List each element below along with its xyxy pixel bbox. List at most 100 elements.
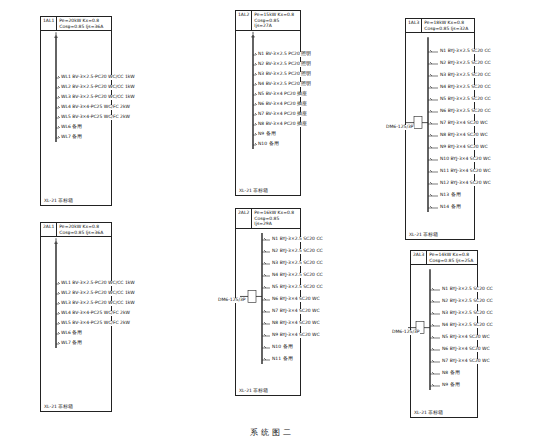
branch-circuit	[430, 302, 440, 303]
breaker-label: DM6-125/3P	[218, 298, 246, 303]
branch-circuit	[428, 124, 438, 125]
circuit-label: N7 BYJ-3×4 SC20 WC	[440, 121, 488, 126]
circuit-label: WL7 备用	[61, 341, 82, 346]
circuit-label: N1 BYJ-3×2.5 SC20 CC	[272, 237, 323, 242]
main-switch	[54, 243, 58, 244]
branch-circuit	[56, 314, 59, 315]
circuit-label: WL6 备用	[61, 331, 82, 336]
circuit-label: N5 BYJ-3×4 SC20 WC	[442, 335, 490, 340]
incoming-feeder	[56, 32, 57, 35]
load-parameters: Pe=18kW Kx=0.8 Cosφ=0.85 Ijs=32A	[422, 19, 474, 32]
panel-name: 2AL1	[41, 223, 57, 236]
breaker-symbol	[255, 133, 257, 135]
branch-circuit	[56, 294, 59, 295]
incoming-feeder	[240, 296, 248, 297]
branch-circuit	[253, 95, 256, 96]
branch-circuit	[428, 196, 438, 197]
breaker-symbol	[58, 342, 60, 344]
breaker-symbol	[58, 282, 60, 284]
circuit-label: N6 BYJ-3×4 SC20 WC	[442, 347, 490, 352]
breaker-symbol	[255, 103, 257, 105]
branch-circuit	[428, 136, 438, 137]
circuit-label: WL3 BV-3×2.5-PC20 WC/CC 1kW	[61, 95, 135, 100]
circuit-label: WL6 备用	[61, 125, 82, 130]
panel-name: 1AL3	[406, 19, 422, 32]
breaker-symbol	[255, 63, 257, 65]
panel-name: 1AL2	[236, 11, 252, 30]
branch-circuit	[56, 344, 59, 345]
branch-circuit	[430, 362, 440, 363]
circuit-label: N4 BYJ-3×2.5 SC20 CC	[442, 323, 493, 328]
breaker-symbol	[432, 324, 434, 326]
circuit-label: WL1 BV-3×2.5-PC20 WC/CC 1kW	[61, 281, 135, 286]
branch-circuit	[56, 334, 59, 335]
circuit-label: N8 备用	[442, 371, 460, 376]
breaker-symbol	[58, 116, 60, 118]
breaker-symbol	[432, 312, 434, 314]
branch-circuit	[428, 184, 438, 185]
branch-circuit	[428, 64, 438, 65]
circuit-label: N5 BV-3×4 PC20 插座	[258, 92, 307, 97]
breaker-symbol	[430, 158, 432, 160]
load-parameters: Pe=16kW Kx=0.8 Cosφ=0.85 Ijs=29A	[252, 209, 300, 228]
branch-circuit	[428, 88, 438, 89]
circuit-label: N5 BYJ-3×2.5 SC20 CC	[272, 285, 323, 290]
breaker-symbol	[255, 73, 257, 75]
breaker-symbol	[430, 182, 432, 184]
panel-header: 2AL1Pe=20kW Kx=0.8 Cosφ=0.85 Ijs=36A	[41, 223, 111, 237]
panel-model: XL-21 非标箱	[414, 410, 443, 415]
breaker-symbol	[58, 126, 60, 128]
circuit-label: N3 BYJ-3×2.5 SC20 CC	[272, 261, 323, 266]
breaker-symbol	[264, 262, 266, 264]
breaker-symbol	[430, 50, 432, 52]
panel-header: 2AL2Pe=16kW Kx=0.8 Cosφ=0.85 Ijs=29A	[236, 209, 300, 229]
breaker-symbol	[58, 136, 60, 138]
breaker-symbol	[264, 274, 266, 276]
circuit-label: WL4 BV-3×4-PC25 WC/FC 2kW	[61, 311, 130, 316]
circuit-label: N11 BYJ-3×4 SC20 WC	[440, 169, 491, 174]
circuit-label: WL1 BV-3×2.5-PC20 WC/CC 1kW	[61, 75, 135, 80]
circuit-label: N1 BYJ-3×2.5 SC20 CC	[442, 287, 493, 292]
breaker-symbol	[432, 300, 434, 302]
circuit-label: N2 BYJ-3×2.5 SC20 CC	[440, 61, 491, 66]
incoming-feeder	[424, 327, 430, 328]
breaker-symbol	[430, 74, 432, 76]
circuit-label: N4 BYJ-3×2.5 SC20 CC	[440, 85, 491, 90]
busbar	[429, 269, 430, 390]
breaker-symbol	[264, 358, 266, 360]
branch-circuit	[428, 112, 438, 113]
circuit-label: N8 BV-3×4 PC20 插座	[258, 122, 307, 127]
load-parameters: Pe=15kW Kx=0.8 Cosφ=0.85 Ijs=27A	[252, 11, 300, 30]
breaker-symbol	[264, 334, 266, 336]
distribution-panel: XL-21 非标箱2AL3Pe=14kW Kx=0.8 Cosφ=0.85 Ij…	[410, 250, 478, 418]
branch-circuit	[56, 304, 59, 305]
breaker-symbol	[58, 302, 60, 304]
circuit-label: N8 BYJ-3×4 SC20 WC	[272, 321, 320, 326]
breaker-symbol	[58, 106, 60, 108]
branch-circuit	[56, 88, 59, 89]
branch-circuit	[430, 386, 440, 387]
panel-header: 1AL3Pe=18kW Kx=0.8 Cosφ=0.85 Ijs=32A	[406, 19, 474, 33]
panel-model: XL-21 非标箱	[239, 188, 268, 193]
branch-circuit	[430, 338, 440, 339]
breaker-symbol	[432, 372, 434, 374]
incoming-feeder	[56, 238, 57, 241]
breaker-symbol	[430, 86, 432, 88]
circuit-label: N2 BYJ-3×2.5 SC20 CC	[272, 249, 323, 254]
breaker-symbol	[430, 98, 432, 100]
incoming-breaker	[414, 117, 422, 129]
busbar	[261, 233, 262, 364]
circuit-label: N6 BYJ-3×2.5 SC20 CC	[440, 109, 491, 114]
load-parameters: Pe=20kW Kx=0.8 Cosφ=0.85 Ijs=36A	[57, 223, 111, 236]
breaker-symbol	[432, 384, 434, 386]
circuit-label: N2 BYJ-3×2.5 SC20 CC	[442, 299, 493, 304]
panel-header: 1AL2Pe=15kW Kx=0.8 Cosφ=0.85 Ijs=27A	[236, 11, 300, 31]
branch-circuit	[253, 55, 256, 56]
breaker-symbol	[255, 83, 257, 85]
branch-circuit	[56, 324, 59, 325]
busbar	[55, 241, 56, 348]
breaker-symbol	[255, 123, 257, 125]
branch-circuit	[253, 75, 256, 76]
panel-model: XL-21 非标箱	[44, 404, 73, 409]
